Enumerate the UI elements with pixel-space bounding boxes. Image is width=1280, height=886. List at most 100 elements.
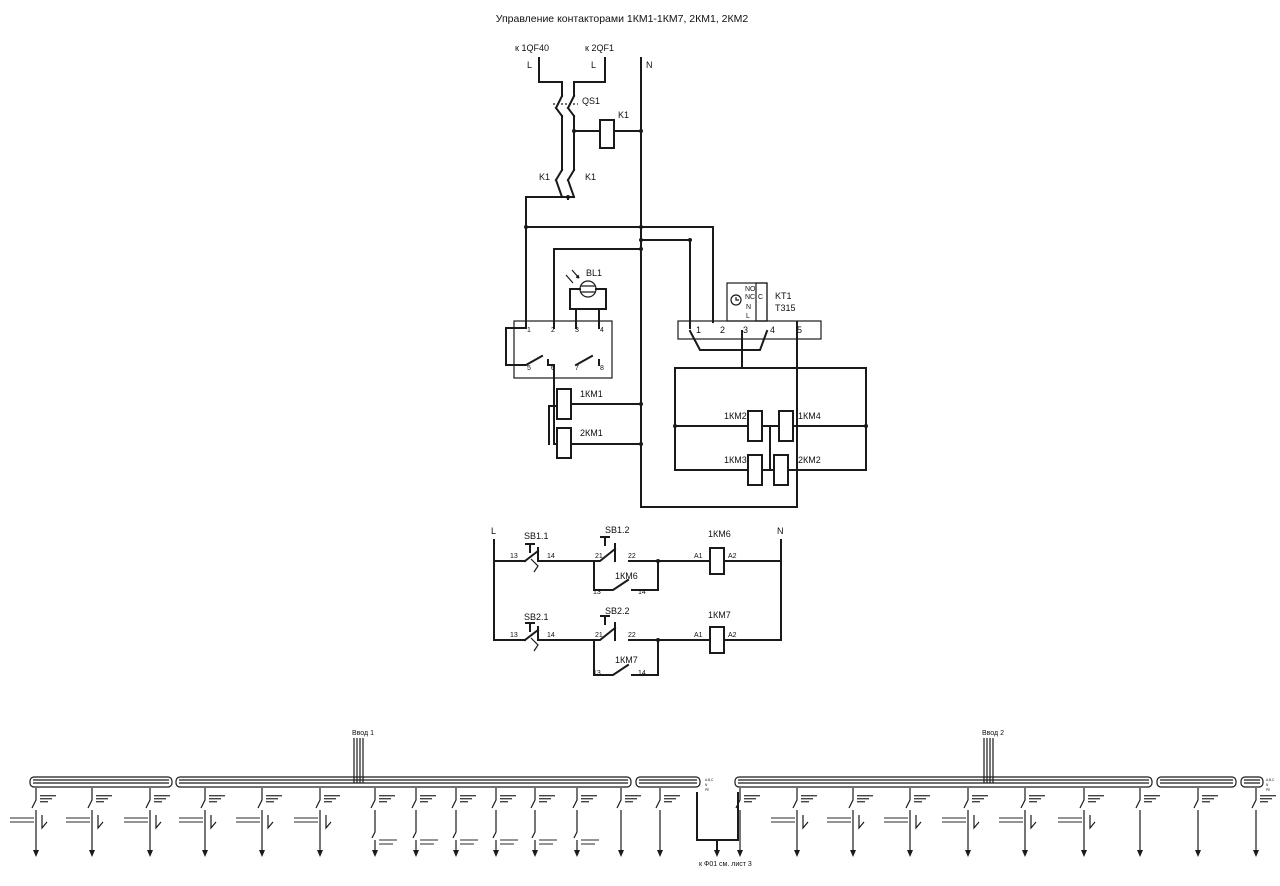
- sb1-2-label: SB1.2: [605, 525, 630, 535]
- svg-text:NC: NC: [745, 294, 755, 301]
- coil-1km6: [709, 547, 725, 575]
- coil-label-1km7: 1КМ7: [708, 610, 731, 620]
- wire-bl1-to-coils: [548, 364, 558, 445]
- pushbutton-circuit: L N SB1.1 SB1.2 1КМ6 1КМ6 13 14 21 22 A1…: [491, 525, 784, 677]
- coil-label-2km1: 2КМ1: [580, 428, 603, 438]
- sheet-ref-label: к Ф01 см. лист 3: [699, 861, 752, 868]
- coil-2km1: [556, 427, 572, 459]
- svg-text:5: 5: [797, 325, 802, 335]
- feeder-breaker: [294, 788, 340, 857]
- pb-l-label: L: [491, 526, 496, 536]
- input-1-label: Ввод 1: [352, 730, 374, 737]
- svg-text:3: 3: [743, 325, 748, 335]
- kt1-pin-labels: 1 2 3 4 5: [696, 325, 802, 335]
- wire-l-main: [525, 196, 569, 329]
- feed-label-2qf1: к 2QF1: [585, 43, 614, 53]
- bl1-pin-labels: 1 2 3 4 5 6 7 8: [527, 327, 604, 372]
- feeder-breaker: [66, 788, 112, 857]
- qs1-label: QS1: [582, 96, 600, 106]
- svg-text:14: 14: [547, 632, 555, 639]
- sb1-2-button: [593, 536, 617, 562]
- bus-sections: [29, 776, 1264, 788]
- junction: [864, 424, 868, 428]
- coil-1km1: [556, 388, 572, 420]
- clock-icon: [730, 294, 742, 306]
- junction: [524, 225, 528, 229]
- feeder-breaker: [1193, 788, 1218, 857]
- svg-text:NO: NO: [745, 286, 756, 293]
- svg-text:N: N: [746, 304, 751, 311]
- phase-label-l-left: L: [527, 60, 532, 70]
- bl1-label: BL1: [586, 268, 602, 278]
- feeder-breaker: [655, 788, 680, 857]
- wire-coil-pairs: [761, 425, 780, 471]
- feeder-breaker: [451, 788, 478, 857]
- coil-1km2: [747, 410, 763, 442]
- kt1-timer: NO NC C N L: [726, 282, 768, 322]
- bl1-contact-1: [505, 327, 555, 366]
- junction: [572, 129, 576, 133]
- sb1-1-button: [523, 543, 544, 563]
- coil-1km3: [747, 454, 763, 486]
- bl1-contact-2: [574, 354, 600, 367]
- bus-section: [175, 776, 632, 788]
- svg-text:13: 13: [510, 553, 518, 560]
- svg-text:A2: A2: [728, 553, 737, 560]
- feed-label-1qf40: к 1QF40: [515, 43, 549, 53]
- svg-text:L: L: [746, 313, 750, 320]
- feeder-breaker: [1135, 788, 1160, 857]
- phase-label-l-right: L: [591, 60, 596, 70]
- feeder-breaker: [530, 788, 557, 857]
- sb2-1-label: SB2.1: [524, 612, 549, 622]
- diagram-title: Управление контакторами 1КМ1-1КМ7, 2КМ1,…: [496, 13, 749, 25]
- feeder-breaker: [1058, 788, 1104, 857]
- bl1-photo-relay: [565, 269, 607, 329]
- coil-label-1km2: 1КМ2: [724, 411, 747, 421]
- bus-label-n-2: N: [1266, 783, 1269, 787]
- feeder-breaker: [771, 788, 817, 857]
- svg-text:A1: A1: [694, 632, 703, 639]
- feeder-breaker: [10, 788, 56, 857]
- feeder-breaker: [1251, 788, 1276, 857]
- k1-contact-label-b: K1: [585, 172, 596, 182]
- kt1-model: T315: [775, 303, 796, 313]
- coil-2km2: [773, 454, 789, 486]
- feeder-breaker: [491, 788, 518, 857]
- sb2-2-button: [593, 615, 617, 641]
- svg-text:14: 14: [638, 670, 646, 677]
- pb-row-2: [493, 615, 782, 676]
- svg-text:21: 21: [595, 553, 603, 560]
- pb-n-label: N: [777, 526, 784, 536]
- junction: [639, 442, 643, 446]
- svg-text:7: 7: [575, 365, 579, 372]
- svg-text:13: 13: [593, 670, 601, 677]
- feeder-breaker: [999, 788, 1045, 857]
- svg-text:4: 4: [600, 327, 604, 334]
- svg-text:A2: A2: [728, 632, 737, 639]
- svg-text:22: 22: [628, 632, 636, 639]
- svg-text:5: 5: [527, 365, 531, 372]
- input-2-label: Ввод 2: [982, 730, 1004, 737]
- bus-label-pe-1: PE: [705, 788, 709, 792]
- svg-text:21: 21: [595, 632, 603, 639]
- feeder-breaker: [124, 788, 170, 857]
- svg-text:1: 1: [527, 327, 531, 334]
- bus-label-pe-2: PE: [1266, 788, 1270, 792]
- coil-1km7: [709, 626, 725, 654]
- junction: [639, 402, 643, 406]
- junction: [673, 424, 677, 428]
- wire-kt-to-coils: [674, 367, 867, 471]
- bus-label-n-1: N: [705, 783, 708, 787]
- bus-section: [1156, 776, 1237, 788]
- junction: [639, 225, 643, 229]
- svg-text:13: 13: [510, 632, 518, 639]
- bus-section: [635, 776, 701, 788]
- svg-text:1: 1: [696, 325, 701, 335]
- svg-text:2: 2: [720, 325, 725, 335]
- aux-label-1km6: 1КМ6: [615, 571, 638, 581]
- coil-label-1km3: 1КМ3: [724, 455, 747, 465]
- bus-section: [734, 776, 1153, 788]
- wire-l-to-kt: [640, 226, 714, 323]
- coil-label-1km6: 1КМ6: [708, 529, 731, 539]
- k1-coil: [599, 119, 615, 149]
